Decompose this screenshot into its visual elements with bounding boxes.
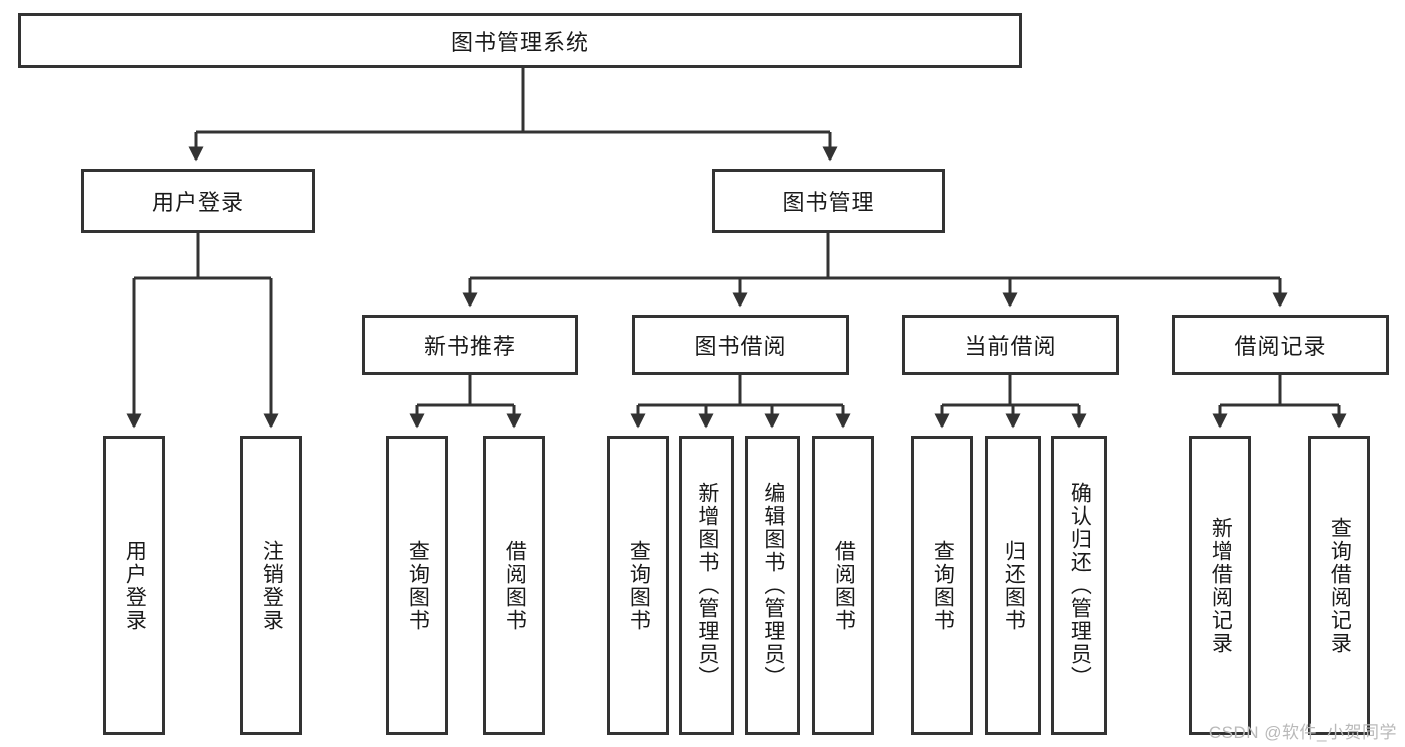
node-book-management[interactable]: 图书管理 [712, 169, 945, 233]
leaf-query-book-recommend[interactable]: 查询图书 [386, 436, 448, 735]
node-current-borrow[interactable]: 当前借阅 [902, 315, 1119, 375]
leaf-add-book-admin[interactable]: 新增图书（管理员） [679, 436, 734, 735]
leaf-label: 注销登录 [260, 539, 284, 632]
leaf-label: 确认归还（管理员） [1068, 482, 1092, 689]
leaf-label: 编辑图书（管理员） [761, 482, 785, 689]
leaf-query-book-borrow[interactable]: 查询图书 [607, 436, 669, 735]
leaf-label: 新增借阅记录 [1209, 516, 1233, 655]
leaf-user-login[interactable]: 用户登录 [103, 436, 165, 735]
node-new-book-recommend[interactable]: 新书推荐 [362, 315, 578, 375]
leaf-logout[interactable]: 注销登录 [240, 436, 302, 735]
leaf-label: 查询借阅记录 [1328, 516, 1352, 655]
leaf-borrow-book[interactable]: 借阅图书 [812, 436, 874, 735]
leaf-label: 查询图书 [931, 539, 955, 632]
leaf-label: 借阅图书 [503, 539, 527, 632]
node-root[interactable]: 图书管理系统 [18, 13, 1022, 68]
leaf-confirm-return-admin[interactable]: 确认归还（管理员） [1051, 436, 1107, 735]
leaf-query-borrow-record[interactable]: 查询借阅记录 [1308, 436, 1370, 735]
leaf-add-borrow-record[interactable]: 新增借阅记录 [1189, 436, 1251, 735]
leaf-label: 查询图书 [627, 539, 651, 632]
node-book-borrow[interactable]: 图书借阅 [632, 315, 849, 375]
leaf-edit-book-admin[interactable]: 编辑图书（管理员） [745, 436, 800, 735]
leaf-query-book-current[interactable]: 查询图书 [911, 436, 973, 735]
watermark: CSDN @软件_小贺同学 [1208, 723, 1397, 742]
node-user-login[interactable]: 用户登录 [81, 169, 315, 233]
leaf-label: 用户登录 [123, 539, 147, 632]
leaf-label: 新增图书（管理员） [695, 482, 719, 689]
leaf-label: 查询图书 [406, 539, 430, 632]
leaf-label: 借阅图书 [832, 539, 856, 632]
leaf-return-book[interactable]: 归还图书 [985, 436, 1041, 735]
leaf-borrow-book-recommend[interactable]: 借阅图书 [483, 436, 545, 735]
node-borrow-record[interactable]: 借阅记录 [1172, 315, 1389, 375]
leaf-label: 归还图书 [1002, 539, 1026, 632]
